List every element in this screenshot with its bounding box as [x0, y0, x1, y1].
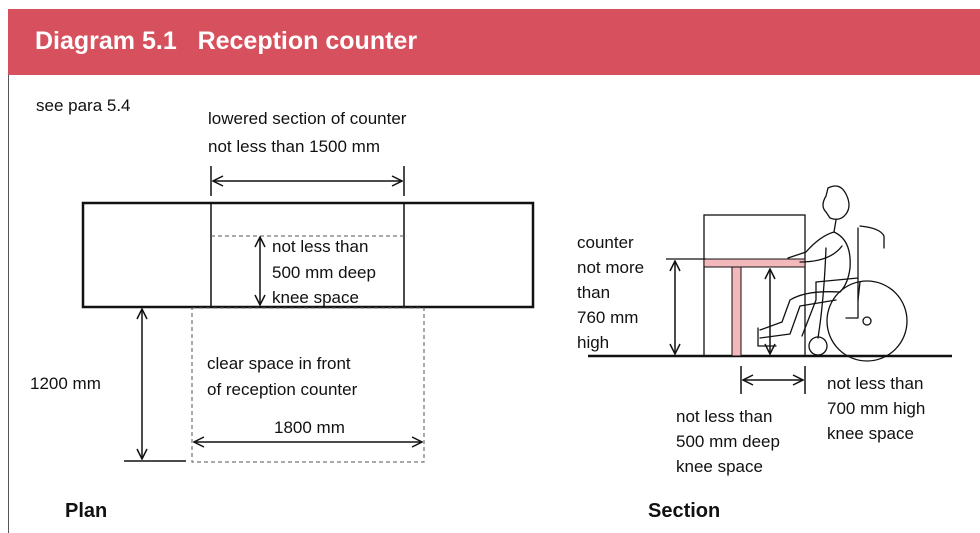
section-counter-panel — [703, 214, 806, 357]
section-counter-label-5: high — [577, 333, 610, 352]
diagram-header: Diagram 5.1 Reception counter — [8, 9, 980, 75]
section-knee-deep-label-2: 500 mm deep — [676, 432, 780, 451]
plan-depth-label: 1200 mm — [30, 374, 101, 393]
section-counter-leg — [731, 266, 742, 357]
plan-lowered-label-1: lowered section of counter — [208, 109, 407, 128]
plan-knee-label-3: knee space — [272, 288, 359, 307]
section-knee-deep-label-1: not less than — [676, 407, 773, 426]
plan-lowered-label-2: not less than 1500 mm — [208, 137, 380, 156]
frame-border — [8, 75, 9, 533]
section-view-label: Section — [648, 500, 721, 522]
section-counter-label-1: counter — [577, 233, 634, 252]
plan-clear-space — [191, 307, 425, 463]
reference-text: see para 5.4 — [36, 96, 131, 115]
diagram-title: Diagram 5.1 Reception counter — [35, 27, 418, 55]
plan-clear-label-2: of reception counter — [207, 380, 358, 399]
wheelchair-user-figure — [757, 185, 908, 362]
section-knee-deep-label-3: knee space — [676, 457, 763, 476]
section-knee-high-label-2: 700 mm high — [827, 399, 926, 418]
section-knee-high-label-1: not less than — [827, 374, 924, 393]
section-counter-label-3: than — [577, 283, 611, 302]
plan-counter — [81, 201, 535, 309]
section-knee-high-label-3: knee space — [827, 424, 914, 443]
plan-width-label: 1800 mm — [274, 418, 345, 437]
plan-view-label: Plan — [65, 500, 108, 522]
section-counter-label-4: 760 mm — [577, 308, 639, 327]
plan-clear-label-1: clear space in front — [207, 354, 351, 373]
wheelchair-wheel — [826, 280, 908, 362]
section-worktop — [703, 258, 806, 268]
section-counter-label-2: not more — [577, 258, 645, 277]
plan-knee-label-2: 500 mm deep — [272, 263, 376, 282]
plan-knee-label-1: not less than — [272, 237, 369, 256]
